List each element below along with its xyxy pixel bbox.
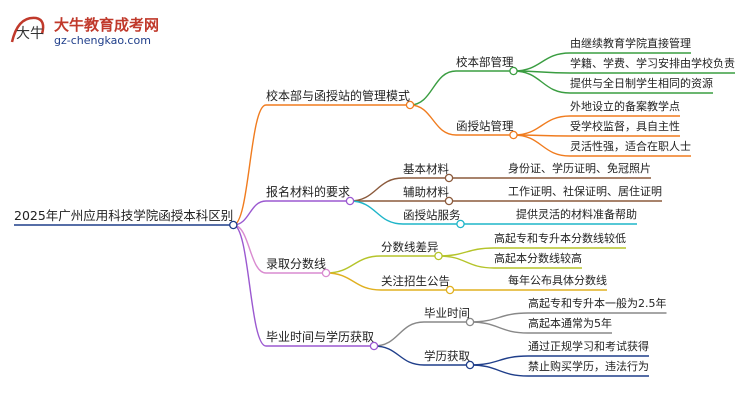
node-campus-management: 校本部管理 (456, 55, 514, 69)
node-junction (345, 196, 355, 206)
mindmap-root: 2025年广州应用科技学院函授本科区别 (14, 208, 234, 223)
node-basic-materials: 基本材料 (403, 162, 449, 176)
node-junction (434, 251, 443, 261)
node-junction (444, 173, 454, 183)
connector-curve (350, 200, 404, 225)
connector-curve (374, 321, 425, 347)
connector-curve (374, 345, 425, 366)
leaf-basic-1: 身份证、学历证明、免冠照片 (508, 162, 651, 175)
node-junction (445, 285, 455, 295)
connector-curve (469, 312, 529, 323)
node-supporting-materials: 辅助材料 (403, 185, 449, 199)
node-junction (465, 360, 475, 370)
node-junction (509, 66, 518, 76)
connector-curve (469, 355, 529, 366)
leaf-degree-1: 通过正规学习和考试获得 (528, 340, 649, 353)
leaf-graduation-2: 高起本通常为5年 (528, 317, 612, 330)
node-junction (465, 317, 475, 327)
leaf-station-2: 受学校监督，具自主性 (570, 120, 680, 133)
leaf-campus-2: 学籍、学费、学习安排由学校负责 (570, 57, 735, 70)
leaf-station-3: 灵活性强，适合在职人士 (570, 140, 691, 153)
leaf-notice-1: 每年公布具体分数线 (508, 274, 607, 287)
node-station-management: 函授站管理 (456, 119, 514, 133)
connector-curve (513, 70, 571, 94)
connector-curve (469, 321, 529, 334)
connector-curve (409, 70, 457, 106)
logo: 大牛 大牛教育成考网 gz-chengkao.com (6, 8, 206, 58)
branch-3-label: 录取分数线 (266, 257, 327, 271)
node-junction (321, 268, 331, 278)
branch-1-label: 校本部与函授站的管理模式 (266, 89, 411, 103)
node-admission-notice: 关注招生公告 (381, 274, 450, 288)
node-degree-acquisition: 学历获取 (424, 349, 470, 363)
logo-title: 大牛教育成考网 (54, 16, 160, 34)
connector-curve (513, 52, 571, 72)
node-junction (369, 341, 379, 351)
logo-mark: 大牛 (10, 16, 45, 43)
node-junction (229, 220, 238, 230)
connector-curve (438, 247, 495, 257)
branch-4-label: 毕业时间与学历获取 (266, 330, 375, 344)
connector-curve (438, 255, 495, 269)
leaf-campus-3: 提供与全日制学生相同的资源 (570, 77, 713, 90)
leaf-degree-2: 禁止购买学历，违法行为 (528, 360, 649, 373)
logo-url: gz-chengkao.com (54, 34, 151, 47)
connector-curve (513, 134, 571, 157)
node-score-difference: 分数线差异 (381, 240, 439, 254)
connector-curve (233, 104, 267, 226)
node-junction (456, 219, 465, 229)
connector-curve (233, 224, 267, 274)
connector-curve (469, 364, 529, 377)
leaf-score-2: 高起本分数线较高 (494, 252, 582, 265)
node-graduation-time: 毕业时间 (424, 306, 470, 320)
node-junction (405, 100, 415, 110)
node-station-services: 函授站服务 (403, 208, 461, 222)
logo-mark-text: 大牛 (16, 26, 44, 42)
connector-curve (409, 104, 457, 136)
leaf-station-1: 外地设立的备案教学点 (570, 100, 680, 113)
connector-curve (350, 177, 404, 202)
leaf-supporting-1: 工作证明、社保证明、居住证明 (508, 185, 662, 198)
leaf-graduation-1: 高起专和专升本一般为2.5年 (528, 297, 667, 310)
node-junction (444, 196, 454, 206)
connector-curve (326, 272, 382, 291)
connector-curve (513, 115, 571, 136)
node-junction (509, 130, 518, 140)
branch-2-label: 报名材料的要求 (266, 185, 351, 199)
leaf-campus-1: 由继续教育学院直接管理 (570, 37, 691, 50)
connector-curve (326, 255, 382, 274)
leaf-services-1: 提供灵活的材料准备帮助 (516, 208, 637, 221)
leaf-score-1: 高起专和专升本分数线较低 (494, 232, 626, 245)
connector-curve (233, 224, 267, 347)
